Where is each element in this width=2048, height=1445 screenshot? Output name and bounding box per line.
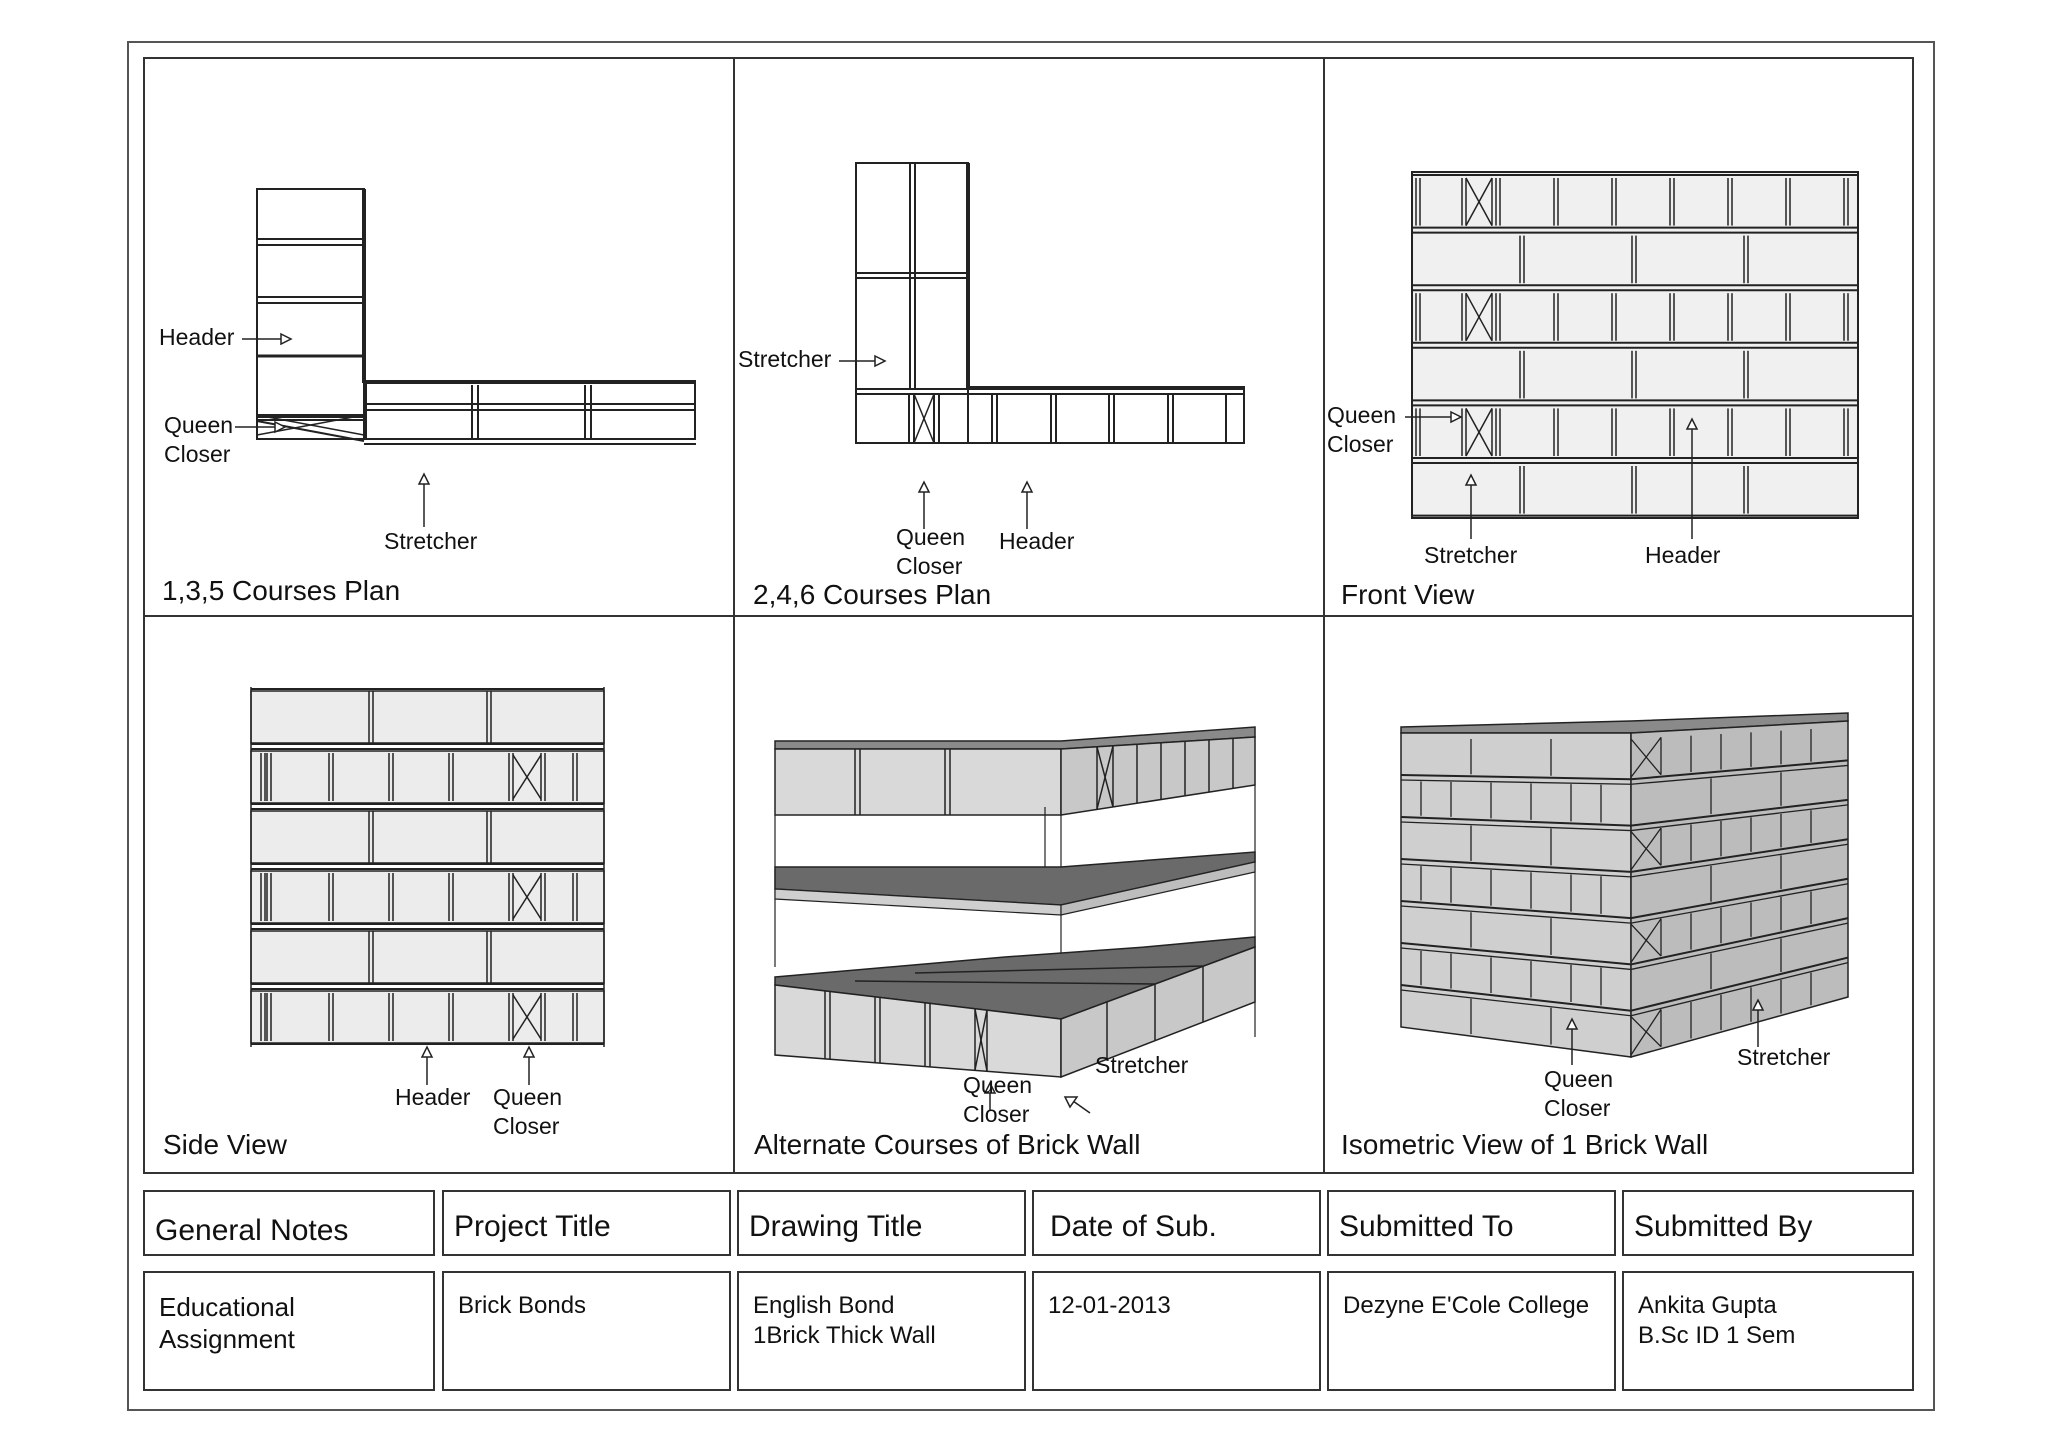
label-closer: Closer — [963, 1101, 1030, 1127]
project-title-heading: Project Title — [454, 1210, 611, 1243]
plan-135-drawing — [235, 188, 696, 527]
label-queen: Queen — [1327, 402, 1397, 428]
isometric-view-drawing — [1400, 712, 1849, 1065]
label-closer: Closer — [1327, 431, 1394, 457]
drawing-title-heading: Drawing Title — [749, 1210, 923, 1243]
alternate-courses-drawing — [774, 726, 1256, 1114]
caption-side-view: Side View — [163, 1129, 288, 1160]
title-block-header-general-notes: General Notes — [143, 1190, 435, 1256]
title-block-header-submitted-to: Submitted To — [1327, 1190, 1616, 1256]
title-block-value-project-title: Brick Bonds — [442, 1271, 731, 1391]
label-queen: Queen — [493, 1084, 563, 1110]
project-title-value: Brick Bonds — [458, 1292, 587, 1319]
general-notes-value: Educational Assignment — [159, 1292, 295, 1354]
title-block-value-submitted-to: Dezyne E'Cole College — [1327, 1271, 1616, 1391]
title-block-header-project-title: Project Title — [442, 1190, 731, 1256]
caption-front-view: Front View — [1341, 579, 1475, 610]
label-closer: Closer — [164, 441, 231, 467]
panel-246-courses-plan: Stretcher Queen Closer Header 2,4,6 Cour… — [733, 57, 1325, 617]
submitted-by-heading: Submitted By — [1634, 1210, 1813, 1243]
label-closer: Closer — [1544, 1095, 1611, 1121]
caption-135-courses-plan: 1,3,5 Courses Plan — [162, 575, 401, 606]
label-stretcher: Stretcher — [1095, 1052, 1189, 1078]
label-stretcher: Stretcher — [1424, 542, 1518, 568]
label-queen: Queen — [164, 412, 234, 438]
title-block-value-date: 12-01-2013 — [1032, 1271, 1321, 1391]
label-queen: Queen — [963, 1072, 1033, 1098]
label-stretcher: Stretcher — [384, 528, 478, 554]
date-heading: Date of Sub. — [1050, 1210, 1217, 1243]
date-value: 12-01-2013 — [1048, 1292, 1171, 1319]
drawing-sheet-border — [127, 41, 1935, 1411]
label-queen: Queen — [896, 524, 966, 550]
caption-alternate-courses: Alternate Courses of Brick Wall — [754, 1129, 1141, 1160]
label-stretcher: Stretcher — [1737, 1044, 1831, 1070]
drawing-title-value: English Bond 1Brick Thick Wall — [753, 1292, 936, 1349]
title-block-header-submitted-by: Submitted By — [1622, 1190, 1914, 1256]
panel-side-view: Header Queen Closer Side View — [143, 615, 735, 1174]
general-notes-heading: General Notes — [155, 1214, 349, 1247]
label-header: Header — [999, 528, 1075, 554]
title-block-value-submitted-by: Ankita Gupta B.Sc ID 1 Sem — [1622, 1271, 1914, 1391]
label-header: Header — [1645, 542, 1721, 568]
title-block-header-drawing-title: Drawing Title — [737, 1190, 1026, 1256]
panel-isometric-view: Queen Closer Stretcher Isometric View of… — [1323, 615, 1914, 1174]
submitted-by-value: Ankita Gupta B.Sc ID 1 Sem — [1638, 1292, 1796, 1349]
label-stretcher: Stretcher — [738, 346, 832, 372]
submitted-to-value: Dezyne E'Cole College — [1343, 1292, 1590, 1319]
front-view-drawing — [1405, 171, 1859, 539]
label-closer: Closer — [896, 553, 963, 579]
title-block-value-drawing-title: English Bond 1Brick Thick Wall — [737, 1271, 1026, 1391]
label-header: Header — [159, 324, 235, 350]
submitted-to-heading: Submitted To — [1339, 1210, 1514, 1243]
caption-isometric-view: Isometric View of 1 Brick Wall — [1341, 1129, 1709, 1160]
panel-alternate-courses: Queen Closer Stretcher Alternate Courses… — [733, 615, 1325, 1174]
caption-246-courses-plan: 2,4,6 Courses Plan — [753, 579, 992, 610]
label-queen: Queen — [1544, 1066, 1614, 1092]
panel-front-view: Queen Closer Stretcher Header Front View — [1323, 57, 1914, 617]
side-view-drawing — [250, 687, 605, 1085]
label-header: Header — [395, 1084, 471, 1110]
plan-246-drawing — [839, 162, 1245, 529]
panel-135-courses-plan: Header Queen Closer Stretcher 1,3,5 Cour… — [143, 57, 735, 617]
title-block-value-general-notes: Educational Assignment — [143, 1271, 435, 1391]
title-block-header-date: Date of Sub. — [1032, 1190, 1321, 1256]
label-closer: Closer — [493, 1113, 560, 1139]
